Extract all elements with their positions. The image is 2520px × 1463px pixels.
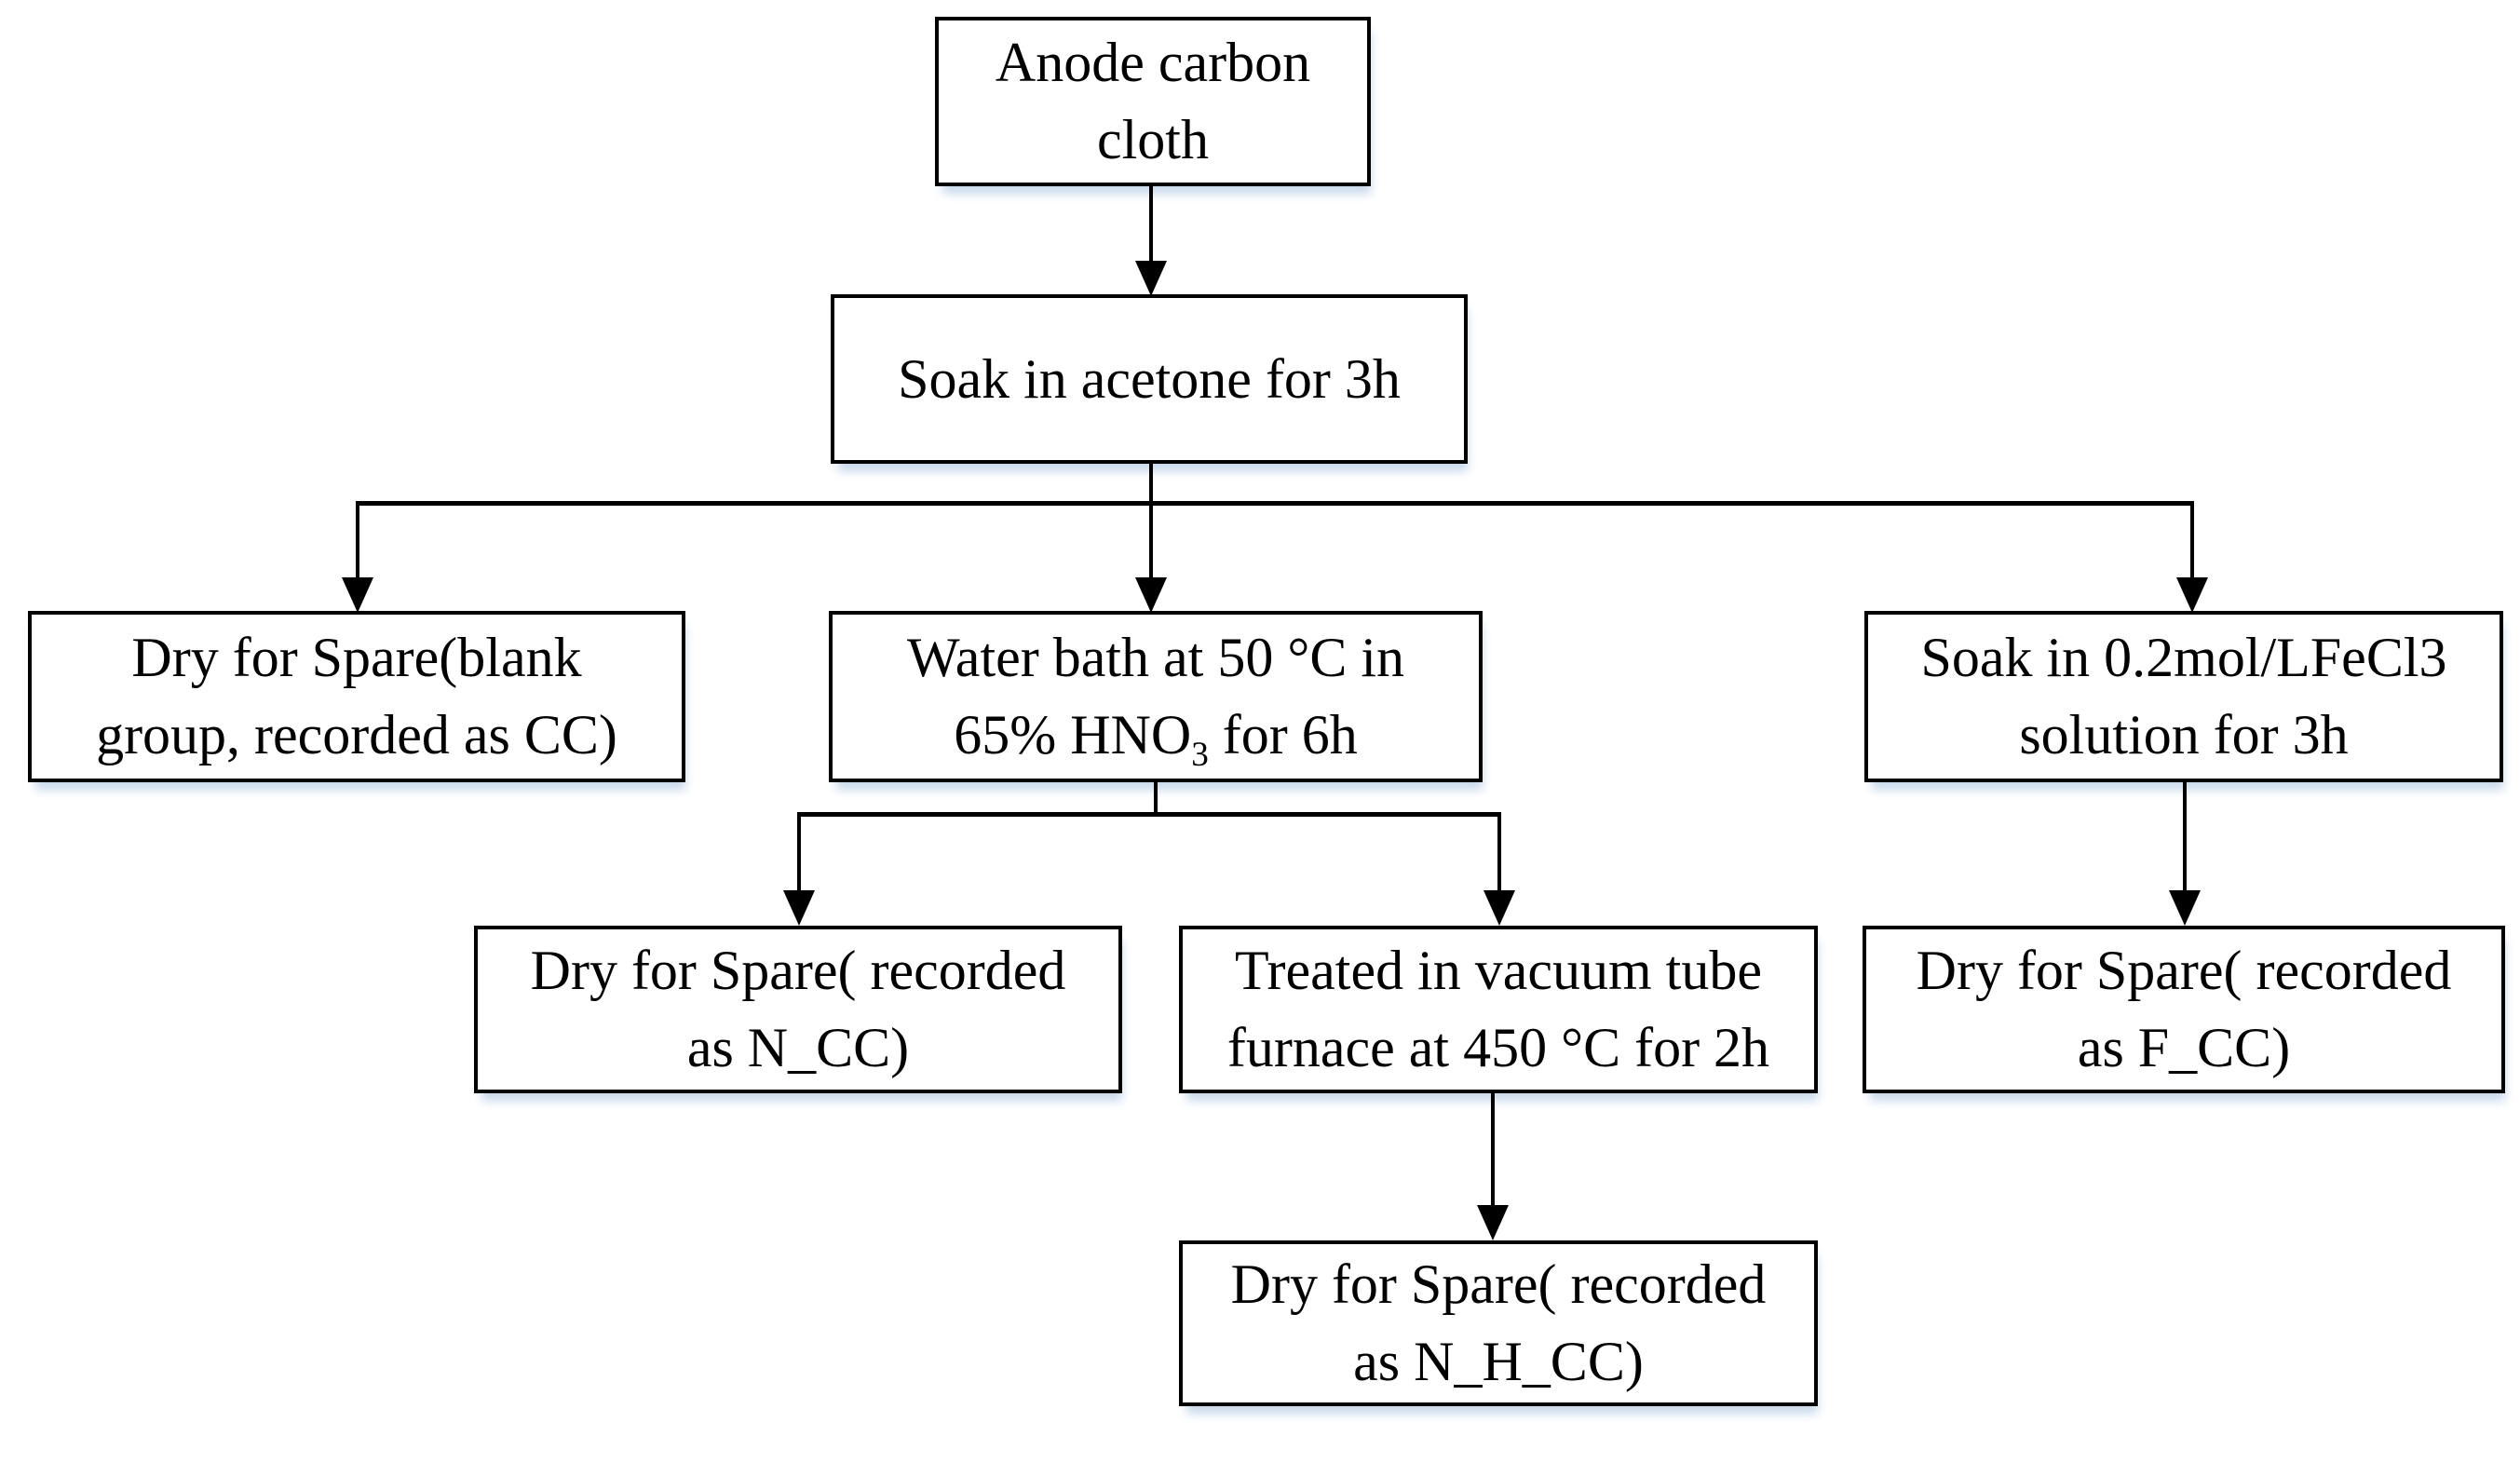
connector-branch-to-dry-cc [356, 501, 359, 579]
node-label: group, recorded as CC) [96, 704, 617, 765]
node-anode-carbon-cloth: Anode carbon cloth [935, 17, 1371, 186]
node-dry-cc-blank: Dry for Spare(blank group, recorded as C… [28, 611, 685, 782]
connector-soak-fecl3-dry-f-cc [2183, 782, 2187, 892]
connector-branch-line-2 [797, 812, 1501, 817]
connector-branch-to-water-bath [1149, 506, 1153, 579]
formula-prefix: 65% HNO [954, 704, 1192, 765]
connector-branch-to-soak-fecl3 [2190, 501, 2194, 579]
arrowhead-down [1135, 261, 1167, 296]
node-dry-n-cc: Dry for Spare( recorded as N_CC) [474, 926, 1122, 1093]
node-label: cloth [1097, 109, 1209, 170]
node-label: as N_CC) [686, 1017, 910, 1078]
connector-furnace-dry-n-h-cc [1491, 1093, 1495, 1207]
connector-water-bath-stem [1154, 782, 1158, 817]
node-label: as N_H_CC) [1353, 1331, 1644, 1392]
connector-anode-acetone [1149, 186, 1153, 263]
formula-suffix: for 6h [1208, 704, 1358, 765]
arrowhead-down [783, 890, 815, 926]
node-label: solution for 3h [2019, 704, 2349, 765]
node-soak-acetone: Soak in acetone for 3h [831, 294, 1468, 464]
node-dry-n-h-cc: Dry for Spare( recorded as N_H_CC) [1179, 1240, 1818, 1406]
node-label: as F_CC) [2077, 1017, 2291, 1078]
node-label: Soak in 0.2mol/LFeCl3 [1920, 627, 2447, 689]
formula-subscript: 3 [1191, 736, 1209, 774]
node-label: furnace at 450 °C for 2h [1226, 1017, 1770, 1078]
node-label: Treated in vacuum tube [1235, 940, 1762, 1002]
connector-branch-to-dry-n-cc [797, 812, 801, 892]
node-water-bath-hno3: Water bath at 50 °C in 65% HNO3 for 6h [829, 611, 1483, 782]
connector-acetone-stem [1149, 464, 1153, 505]
node-label: Soak in acetone for 3h [898, 347, 1401, 410]
node-label: Anode carbon [995, 32, 1311, 94]
node-soak-fecl3: Soak in 0.2mol/LFeCl3 solution for 3h [1864, 611, 2503, 782]
arrowhead-down [1477, 1205, 1509, 1240]
arrowhead-down [1135, 577, 1167, 613]
node-dry-f-cc: Dry for Spare( recorded as F_CC) [1863, 926, 2505, 1093]
node-label: Dry for Spare( recorded [530, 940, 1066, 1002]
node-label-formula: 65% HNO3 for 6h [954, 697, 1358, 774]
arrowhead-down [1484, 890, 1515, 926]
node-label: Dry for Spare( recorded [1916, 940, 2452, 1002]
arrowhead-down [2169, 890, 2201, 926]
node-vacuum-furnace: Treated in vacuum tube furnace at 450 °C… [1179, 926, 1818, 1093]
node-label: Dry for Spare(blank [131, 627, 582, 689]
connector-branch-to-furnace [1497, 812, 1501, 892]
node-label: Water bath at 50 °C in [906, 627, 1405, 689]
node-label: Dry for Spare( recorded [1230, 1253, 1767, 1316]
arrowhead-down [342, 577, 373, 613]
arrowhead-down [2176, 577, 2208, 613]
connector-branch-line-1 [356, 501, 2194, 506]
